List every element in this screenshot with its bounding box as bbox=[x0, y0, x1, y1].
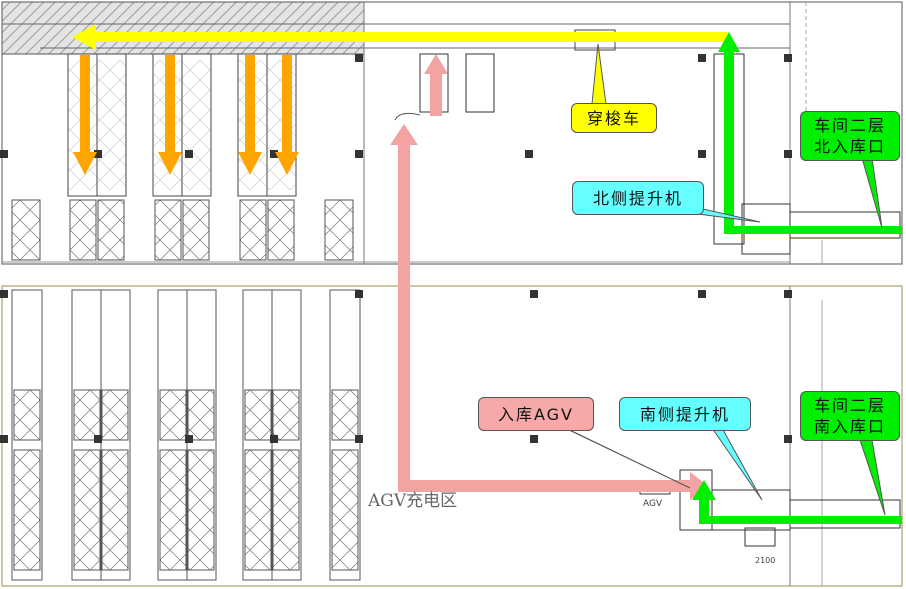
orange-down-arrow-icon bbox=[275, 55, 299, 175]
agv-path bbox=[390, 54, 708, 500]
green-up-arrow-icon bbox=[718, 32, 740, 52]
shuttle-callout: 穿梭车 bbox=[571, 103, 657, 133]
south-entry-callout: 车间二层 南入库口 bbox=[800, 391, 900, 441]
lift-path-south bbox=[692, 480, 902, 524]
green-up-arrow-icon bbox=[692, 480, 716, 500]
south-structural-columns bbox=[0, 290, 792, 443]
callout-pointers bbox=[564, 43, 886, 516]
north-structural-columns bbox=[0, 54, 792, 158]
inbound-agv-callout: 入库AGV bbox=[478, 397, 594, 431]
north-rack-group-2 bbox=[152, 53, 212, 197]
shuttle-path bbox=[72, 24, 728, 50]
agv-charging-area-label: AGV充电区 bbox=[367, 491, 457, 511]
yellow-left-arrow-icon bbox=[72, 24, 96, 50]
orange-down-arrow-icon bbox=[73, 55, 97, 175]
north-entry-callout: 车间二层 北入库口 bbox=[800, 111, 900, 161]
lift-path-north bbox=[718, 32, 902, 234]
north-storage-boxes bbox=[11, 199, 354, 261]
hatched-zone bbox=[1, 1, 365, 55]
south-storage-boxes bbox=[13, 389, 359, 571]
south-floor bbox=[0, 285, 903, 587]
dimension-label: 2100 bbox=[755, 556, 775, 565]
orange-down-arrow-icon bbox=[238, 55, 262, 175]
south-lift-callout: 南侧提升机 bbox=[619, 397, 751, 431]
north-rack-group-1 bbox=[67, 53, 127, 197]
north-lift-callout: 北侧提升机 bbox=[572, 181, 704, 215]
agv-small-label: AGV bbox=[643, 499, 663, 509]
rack-down-arrows bbox=[73, 55, 299, 175]
orange-down-arrow-icon bbox=[158, 55, 182, 175]
